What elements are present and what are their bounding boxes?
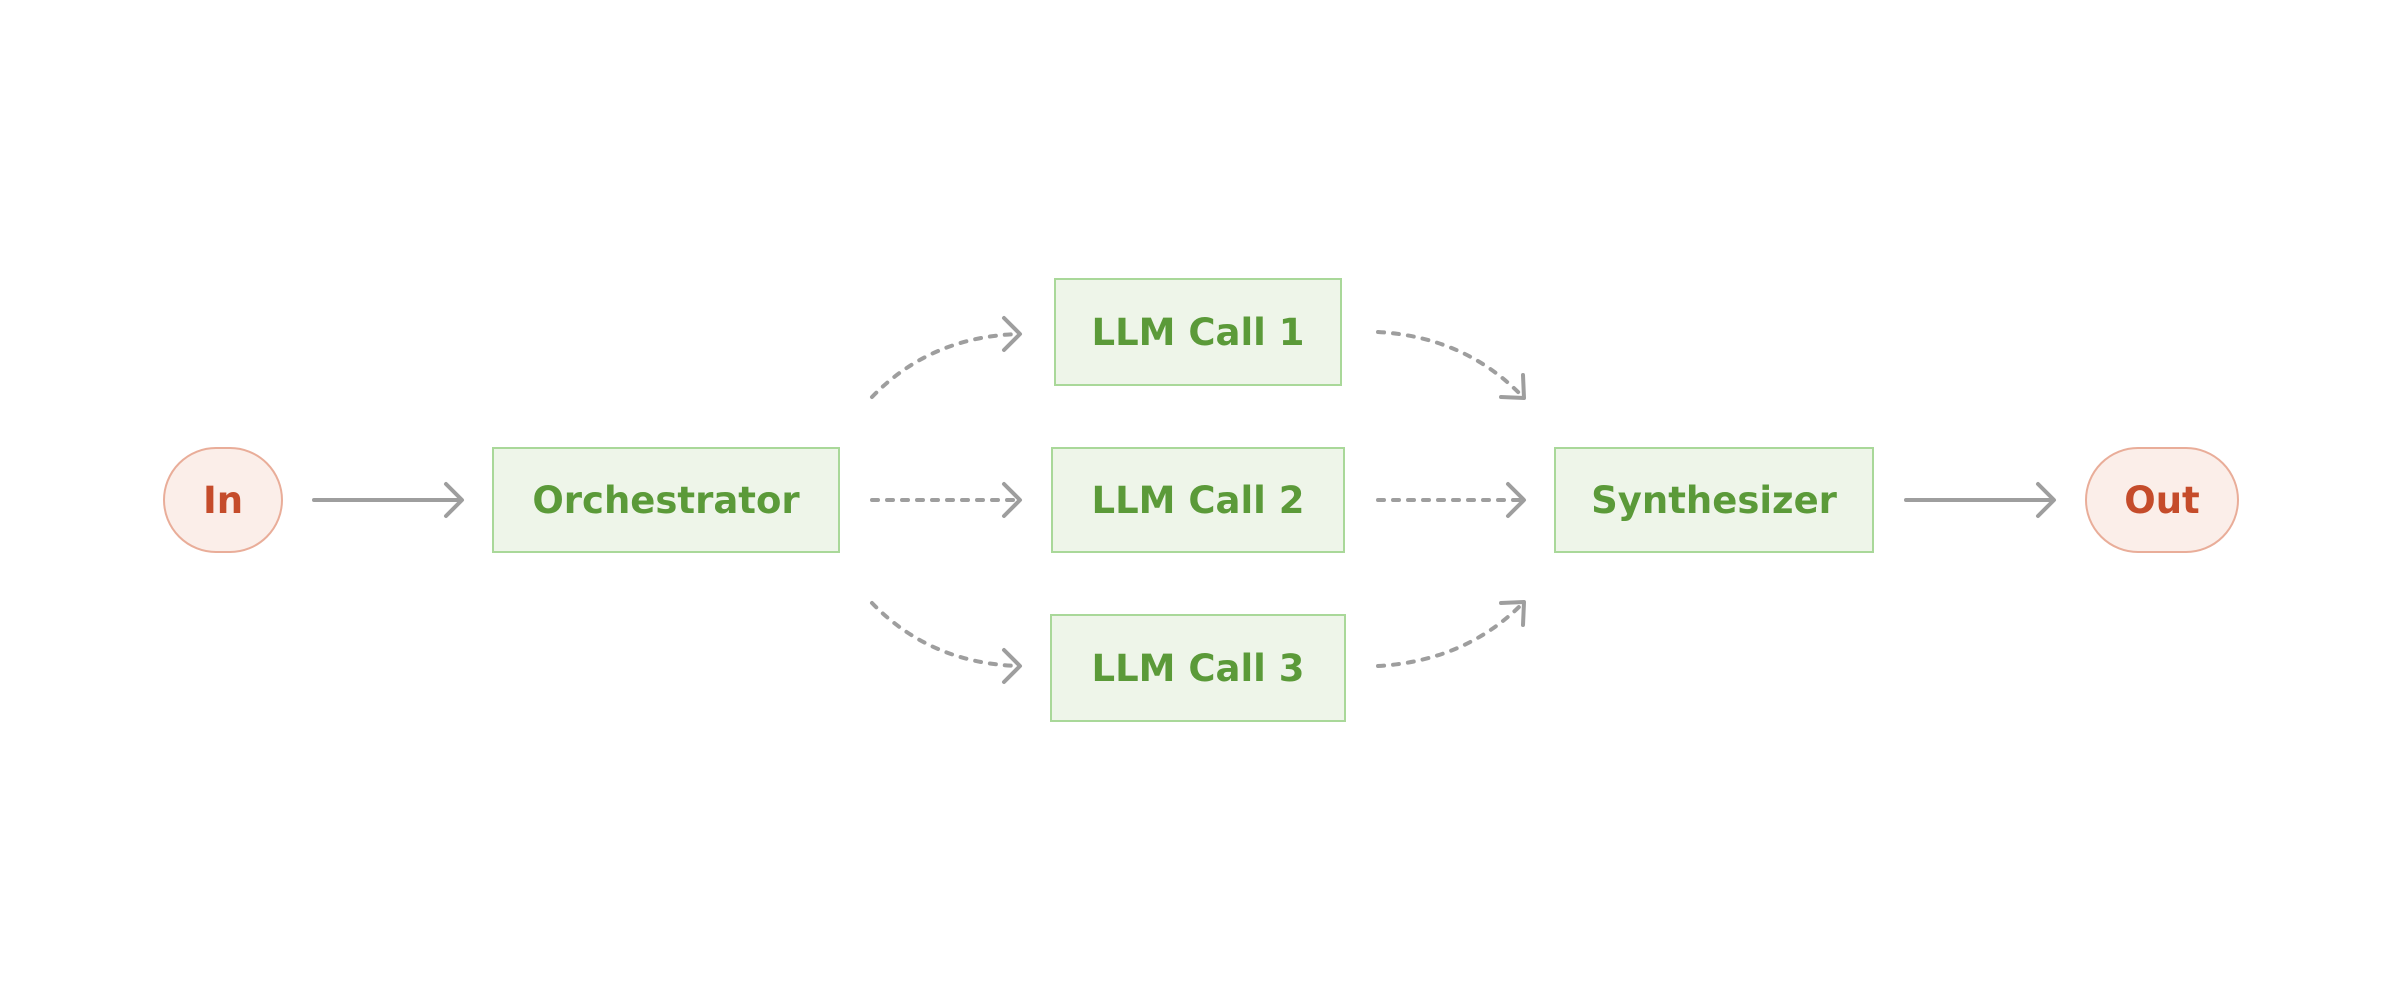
output-node-label: Out bbox=[2124, 478, 2200, 522]
synthesizer-node: Synthesizer bbox=[1554, 447, 1874, 553]
input-node-label: In bbox=[202, 478, 244, 522]
synthesizer-node-label: Synthesizer bbox=[1591, 478, 1837, 522]
llm-call-3-node: LLM Call 3 bbox=[1050, 614, 1346, 722]
edge-llm-call-1-to-synthesizer bbox=[1376, 330, 1526, 400]
llm-call-2-node: LLM Call 2 bbox=[1051, 447, 1345, 553]
llm-call-2-node-label: LLM Call 2 bbox=[1091, 478, 1305, 522]
edge-orchestrator-to-llm-call-1 bbox=[870, 316, 1022, 399]
edge-llm-call-2-to-synthesizer bbox=[1376, 482, 1526, 518]
orchestrator-node: Orchestrator bbox=[492, 447, 840, 553]
input-node: In bbox=[163, 447, 283, 553]
edge-synthesizer-to-out bbox=[1904, 482, 2056, 518]
llm-call-1-node: LLM Call 1 bbox=[1054, 278, 1342, 386]
edge-in-to-orchestrator bbox=[312, 482, 464, 518]
edge-llm-call-3-to-synthesizer bbox=[1376, 600, 1526, 668]
output-node: Out bbox=[2085, 447, 2239, 553]
edge-orchestrator-to-llm-call-2 bbox=[870, 482, 1022, 518]
llm-call-1-node-label: LLM Call 1 bbox=[1091, 310, 1305, 354]
orchestrator-node-label: Orchestrator bbox=[532, 478, 800, 522]
edge-orchestrator-to-llm-call-3 bbox=[870, 601, 1022, 684]
llm-call-3-node-label: LLM Call 3 bbox=[1091, 646, 1305, 690]
